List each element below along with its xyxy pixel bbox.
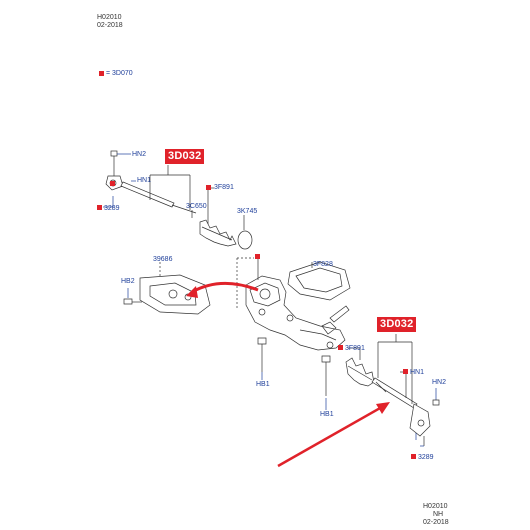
label-3c650: 3C650 bbox=[186, 203, 207, 210]
label-hn1-bottom: HN1 bbox=[410, 369, 425, 376]
label-3f891-top: 3F891 bbox=[214, 184, 234, 191]
label-3289-bottom: 3289 bbox=[418, 454, 434, 461]
footer-line2: NH bbox=[433, 511, 444, 518]
marker-hn1-bottom bbox=[403, 369, 408, 374]
footer-date: 02-2018 bbox=[423, 519, 449, 526]
label-3f828: 3F828 bbox=[313, 261, 333, 268]
marker-3f891-bottom bbox=[338, 345, 343, 350]
marker-3289-bottom bbox=[411, 454, 416, 459]
marker-hn1-top bbox=[110, 181, 115, 186]
label-hb1-left: HB1 bbox=[256, 381, 270, 388]
label-hb1-right: HB1 bbox=[320, 411, 334, 418]
label-39686: 39686 bbox=[153, 256, 173, 263]
label-hb2: HB2 bbox=[121, 278, 135, 285]
label-hn2-top: HN2 bbox=[132, 151, 147, 158]
legend-marker bbox=[99, 71, 104, 76]
label-hn2-bottom: HN2 bbox=[432, 379, 447, 386]
footer-code: H02010 bbox=[423, 503, 448, 510]
marker-housing bbox=[255, 254, 260, 259]
label-hn1-top: HN1 bbox=[137, 177, 152, 184]
header-date: 02-2018 bbox=[97, 22, 123, 29]
label-3289-top: 3289 bbox=[104, 205, 120, 212]
marker-3289-top bbox=[97, 205, 102, 210]
callout-right-3d032: 3D032 bbox=[377, 317, 417, 332]
label-3f891-bottom: 3F891 bbox=[345, 345, 365, 352]
callout-left-3d032: 3D032 bbox=[165, 149, 205, 164]
curved-arrow-head bbox=[186, 286, 198, 298]
header-code: H02010 bbox=[97, 14, 122, 21]
legend-text: = 3D070 bbox=[106, 70, 133, 77]
marker-3f891-top bbox=[206, 185, 211, 190]
label-3k745: 3K745 bbox=[237, 208, 258, 215]
